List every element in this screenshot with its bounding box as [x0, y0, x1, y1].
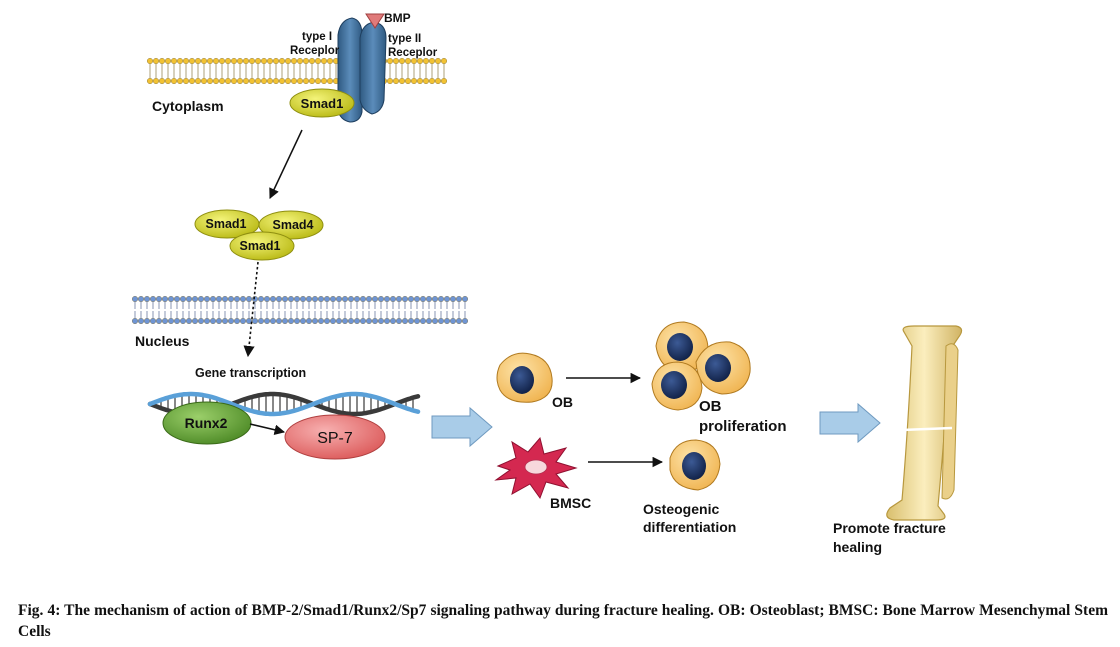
smad1-membrane-label: Smad1: [301, 96, 344, 111]
arrow-to-complex: [269, 129, 303, 199]
ob-proliferation-cluster: [651, 321, 751, 411]
fracture-healing-label: Promote fracture: [833, 520, 946, 536]
cell-membrane: [146, 58, 448, 84]
ob-label: OB: [552, 394, 573, 410]
osteogenic-label: Osteogenic: [643, 501, 719, 517]
sp7-label: SP-7: [317, 430, 353, 447]
ob-cell: [496, 352, 553, 403]
type-1-receptor-label: type I: [302, 31, 332, 43]
ob-proliferation-label: OB: [699, 398, 722, 415]
bmsc-label: BMSC: [550, 495, 591, 511]
osteogenic-label-2: differentiation: [643, 519, 736, 535]
dotted-arrow-into-nucleus: [243, 261, 259, 358]
bmp-label: BMP: [384, 11, 411, 25]
smad1-membrane: [289, 88, 355, 118]
runx2-protein: [162, 401, 252, 445]
nuclear-membrane: [131, 296, 469, 325]
big-arrow-to-bone: [819, 402, 881, 444]
complex-smad1-label: Smad1: [206, 217, 247, 231]
bmsc-cell: [494, 436, 578, 500]
type-2-receptor-label: type II: [388, 33, 421, 45]
differentiated-ob-cell: [669, 439, 721, 491]
smad-complex: [194, 209, 324, 261]
gene-transcription-label: Gene transcription: [195, 366, 306, 380]
healing-bone: [886, 325, 963, 521]
sp7-protein: [284, 414, 386, 460]
bmp-ligand: [365, 13, 385, 29]
complex-smad4-label: Smad4: [273, 218, 314, 232]
runx2-label: Runx2: [185, 415, 228, 431]
pathway-diagram: BMP type I Receplor type II Receplor Cyt…: [131, 11, 963, 555]
runx2-to-sp7-arrow: [249, 423, 286, 435]
fracture-healing-label-2: healing: [833, 539, 882, 555]
cytoplasm-label: Cytoplasm: [152, 98, 224, 114]
type-2-receptor-label-2: Receplor: [388, 47, 438, 59]
type-1-receptor-label-2: Receplor: [290, 45, 340, 57]
nucleus-label: Nucleus: [135, 333, 190, 349]
complex-smad1-label-2: Smad1: [240, 239, 281, 253]
figure-caption: Fig. 4: The mechanism of action of BMP-2…: [18, 602, 1108, 640]
ob-proliferation-label-2: proliferation: [699, 418, 787, 435]
big-arrow-to-cells: [431, 406, 493, 448]
